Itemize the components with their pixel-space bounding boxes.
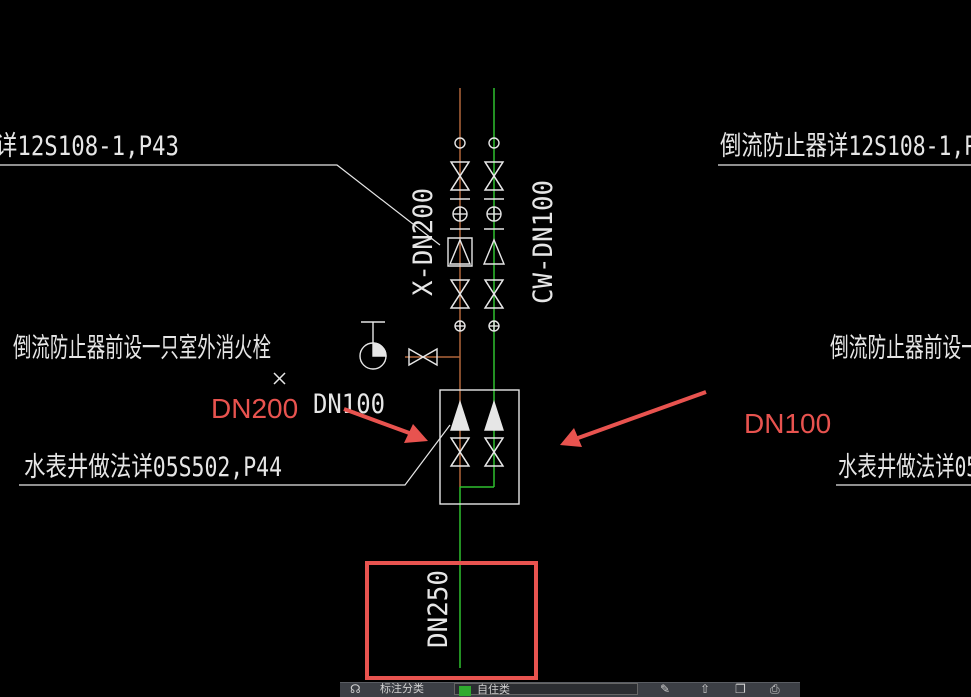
markup-arrow-left bbox=[343, 407, 428, 443]
annotation-icon[interactable]: ☊ bbox=[350, 682, 361, 696]
left-meter-well-text: 水表井做法详05S502,P44 bbox=[24, 452, 282, 483]
leader-lines bbox=[0, 164, 971, 486]
statusbar-item-text[interactable]: 标注分类 bbox=[380, 683, 424, 695]
markup-arrow-right bbox=[560, 390, 707, 447]
meter-well-box bbox=[439, 389, 520, 505]
main-pipe-label: DN250 bbox=[423, 570, 454, 648]
top-left-ref-text: 详12S108-1,P43 bbox=[0, 131, 179, 162]
layer-name-text: 自住类 bbox=[477, 684, 510, 696]
upload-icon[interactable]: ⇧ bbox=[700, 682, 711, 696]
markup-highlight-box bbox=[365, 561, 538, 680]
fire-hydrant-symbol bbox=[359, 321, 438, 370]
fire-pipe-label: X-DN200 bbox=[408, 188, 439, 296]
domestic-pipe-label: CW-DN100 bbox=[528, 180, 559, 304]
markup-label-dn100: DN100 bbox=[744, 408, 831, 439]
hydrant-marker bbox=[273, 372, 286, 385]
fire-pipe-fittings bbox=[447, 137, 473, 332]
left-hydrant-note-text: 倒流防止器前设一只室外消火栓 bbox=[13, 333, 271, 364]
markup-label-dn200: DN200 bbox=[211, 393, 298, 424]
print-icon[interactable]: ⎙ bbox=[770, 682, 780, 696]
layer-dropdown[interactable]: 自住类 bbox=[454, 683, 638, 696]
copy-icon[interactable]: ❐ bbox=[735, 682, 746, 696]
right-hydrant-note-text: 倒流防止器前设一 bbox=[830, 333, 971, 364]
edit-icon[interactable]: ✎ bbox=[660, 682, 671, 696]
hydrant-branch-size-text: DN100 bbox=[313, 389, 385, 420]
status-bar: ☊ 标注分类 自住类 ✎ ⇧ ❐ ⎙ bbox=[340, 682, 800, 697]
top-right-ref-text: 倒流防止器详12S108-1,P4 bbox=[720, 131, 971, 162]
domestic-pipe-fittings bbox=[482, 137, 506, 332]
domestic-pipe-line bbox=[459, 88, 495, 668]
right-meter-well-text: 水表井做法详05 bbox=[838, 452, 971, 483]
layer-color-swatch bbox=[459, 686, 471, 696]
